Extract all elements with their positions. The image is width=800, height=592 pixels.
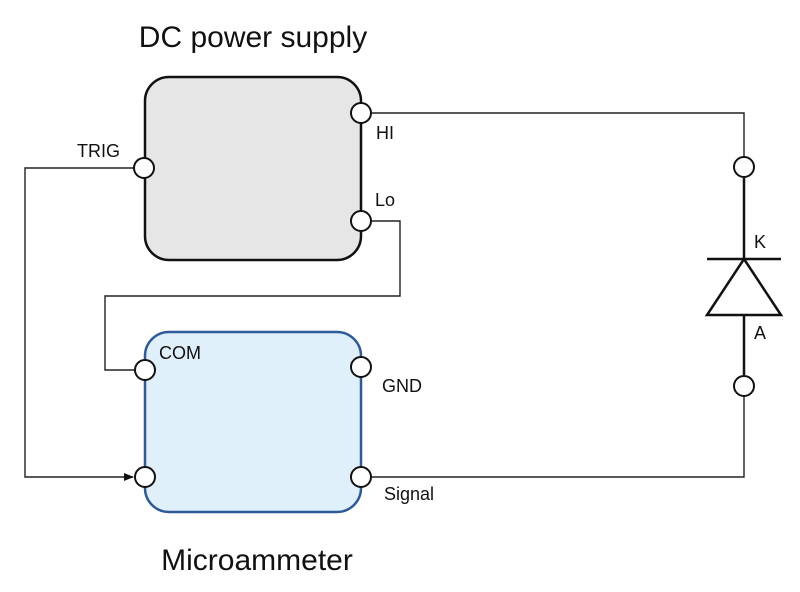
wire-trig-to-microammeter — [24, 167, 144, 481]
dc-power-supply-box — [143, 75, 363, 262]
label-hi: HI — [376, 123, 394, 143]
terminal-gnd[interactable] — [350, 356, 372, 378]
label-gnd: GND — [382, 376, 422, 396]
label-cathode: K — [754, 232, 766, 252]
terminal-diode-bottom[interactable] — [733, 375, 755, 397]
microammeter-title: Microammeter — [161, 544, 353, 577]
microammeter-box — [143, 330, 363, 514]
wire-hi-to-cathode — [361, 112, 745, 167]
power-supply-title: DC power supply — [139, 21, 367, 54]
terminal-diode-top[interactable] — [733, 156, 755, 178]
terminal-trig[interactable] — [133, 157, 155, 179]
terminal-signal[interactable] — [350, 466, 372, 488]
label-lo: Lo — [375, 190, 395, 210]
label-com: COM — [159, 343, 201, 363]
terminal-com[interactable] — [134, 359, 156, 381]
terminal-lo[interactable] — [350, 210, 372, 232]
label-signal: Signal — [384, 484, 434, 504]
terminal-hi[interactable] — [350, 102, 372, 124]
terminal-input[interactable] — [134, 466, 156, 488]
label-trig: TRIG — [77, 141, 120, 161]
label-anode: A — [754, 323, 766, 343]
wire-lo-to-com — [104, 220, 401, 371]
diode-triangle — [704, 256, 784, 317]
wire-signal-to-anode — [361, 397, 745, 478]
